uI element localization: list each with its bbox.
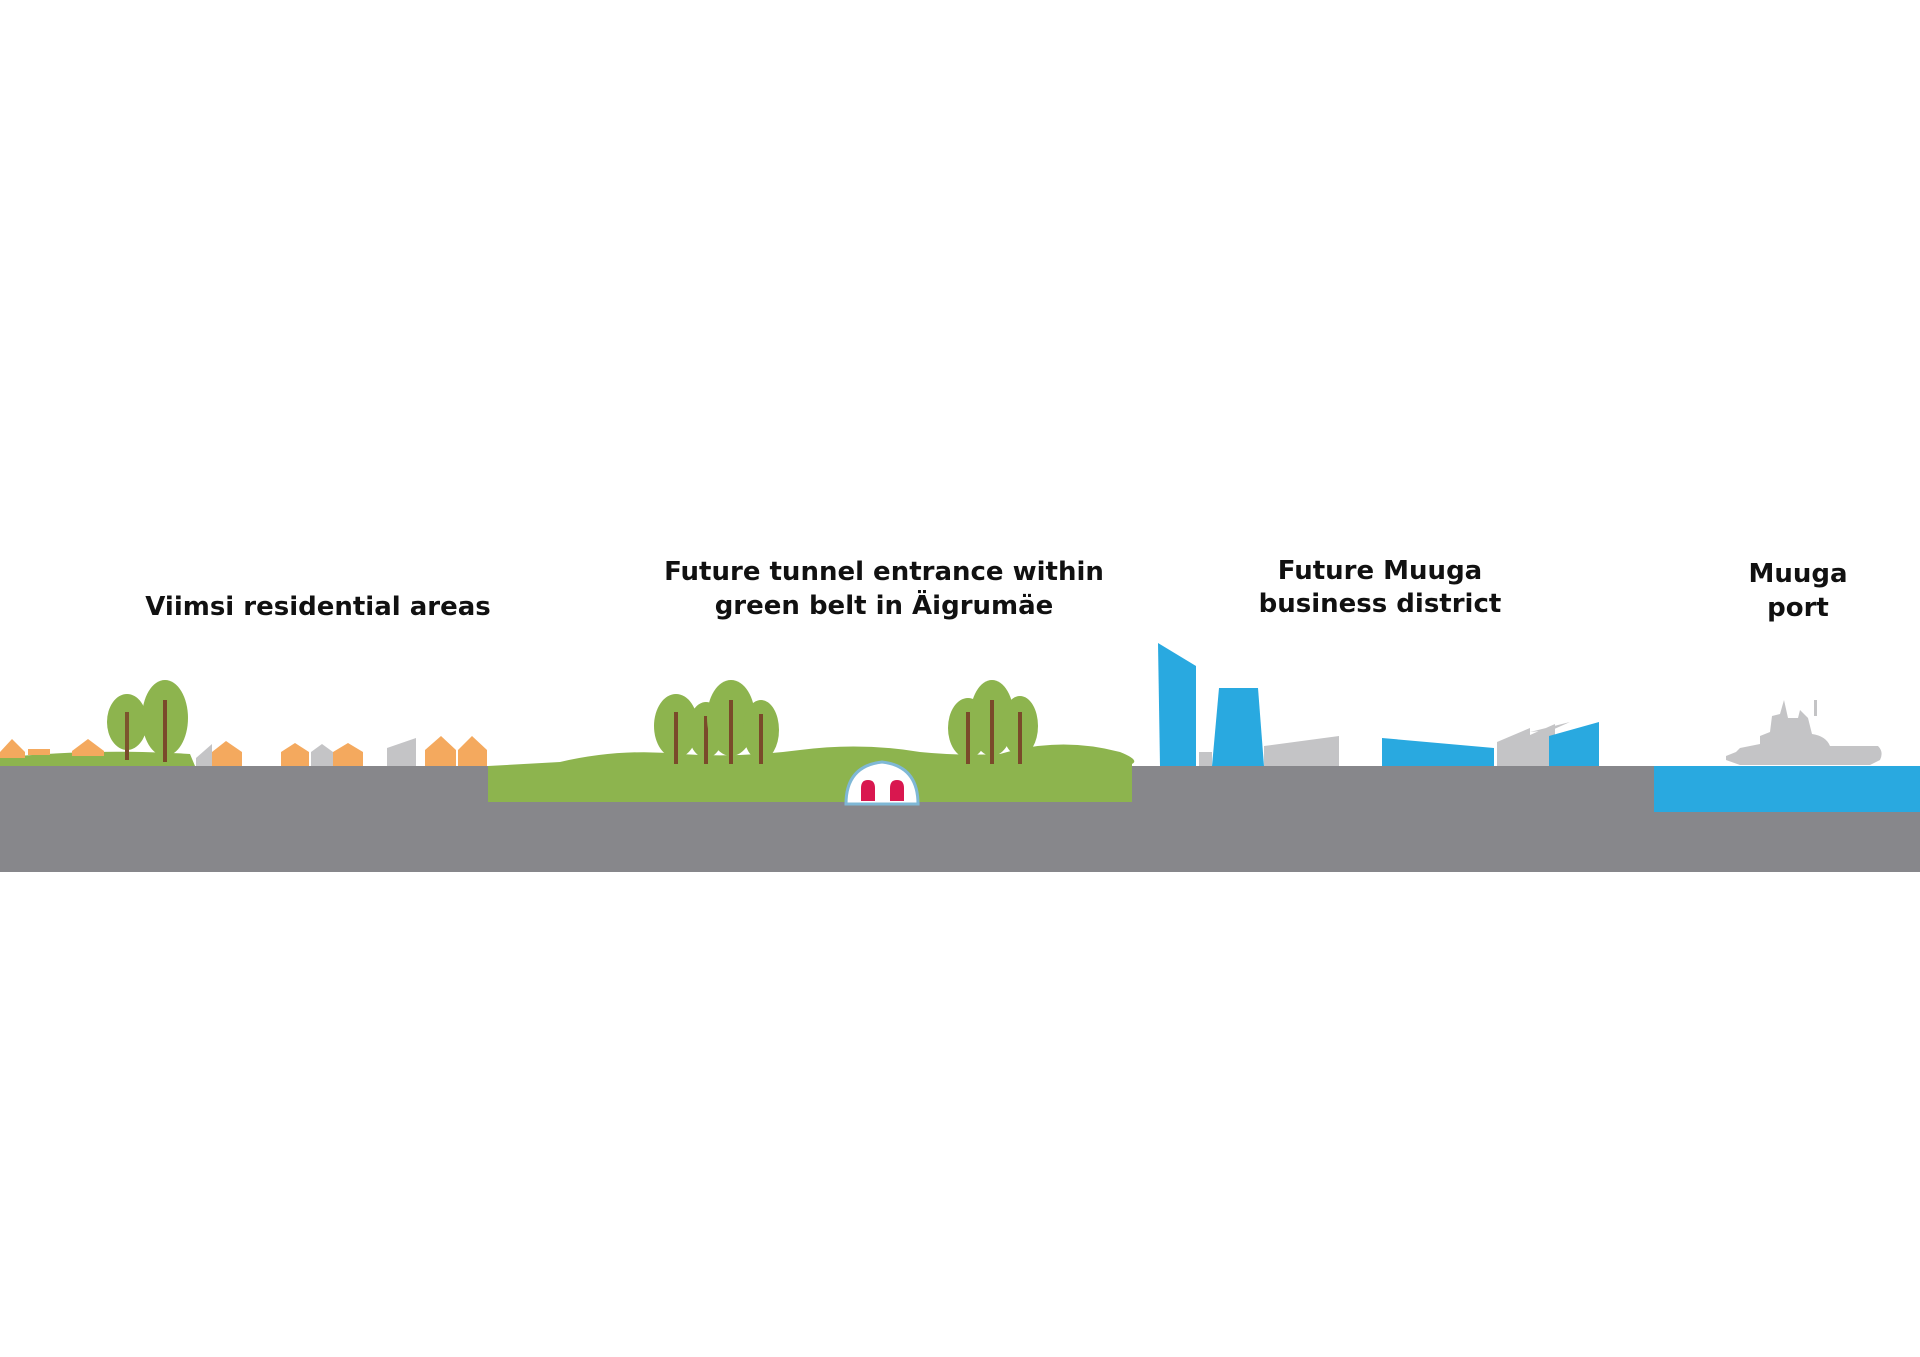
label-port-line2: port xyxy=(1767,593,1829,623)
tunnel-entrance xyxy=(844,760,920,806)
water xyxy=(1654,766,1920,812)
label-business-line2: business district xyxy=(1259,589,1502,619)
blue-stepped-building xyxy=(1549,722,1599,766)
tree xyxy=(107,694,147,760)
label-tunnel-line1: Future tunnel entrance within xyxy=(664,557,1104,587)
residential-green-strip xyxy=(0,751,195,766)
label-port-line1: Muuga xyxy=(1748,559,1847,589)
green-belt-terrain xyxy=(488,744,1135,802)
label-business-line1: Future Muuga xyxy=(1278,556,1482,586)
ship xyxy=(1726,700,1882,765)
label-residential: Viimsi residential areas xyxy=(145,592,491,622)
tree-cluster-left xyxy=(654,680,779,764)
grey-low-building xyxy=(1199,752,1212,766)
residential-area xyxy=(0,680,487,766)
houses xyxy=(0,736,487,766)
blue-tower-slanted xyxy=(1158,643,1196,766)
grey-low-building xyxy=(1264,736,1339,766)
blue-tower-trapezoid xyxy=(1212,688,1264,766)
tree xyxy=(142,680,188,762)
green-belt xyxy=(488,680,1135,806)
blue-low-building xyxy=(1382,738,1494,766)
label-tunnel-line2: green belt in Äigrumäe xyxy=(715,589,1054,621)
tree-cluster-right xyxy=(948,680,1038,764)
business-district xyxy=(1158,643,1599,766)
port xyxy=(1654,700,1920,812)
tunnel-opening-right xyxy=(890,780,904,801)
tunnel-opening-left xyxy=(861,780,875,801)
